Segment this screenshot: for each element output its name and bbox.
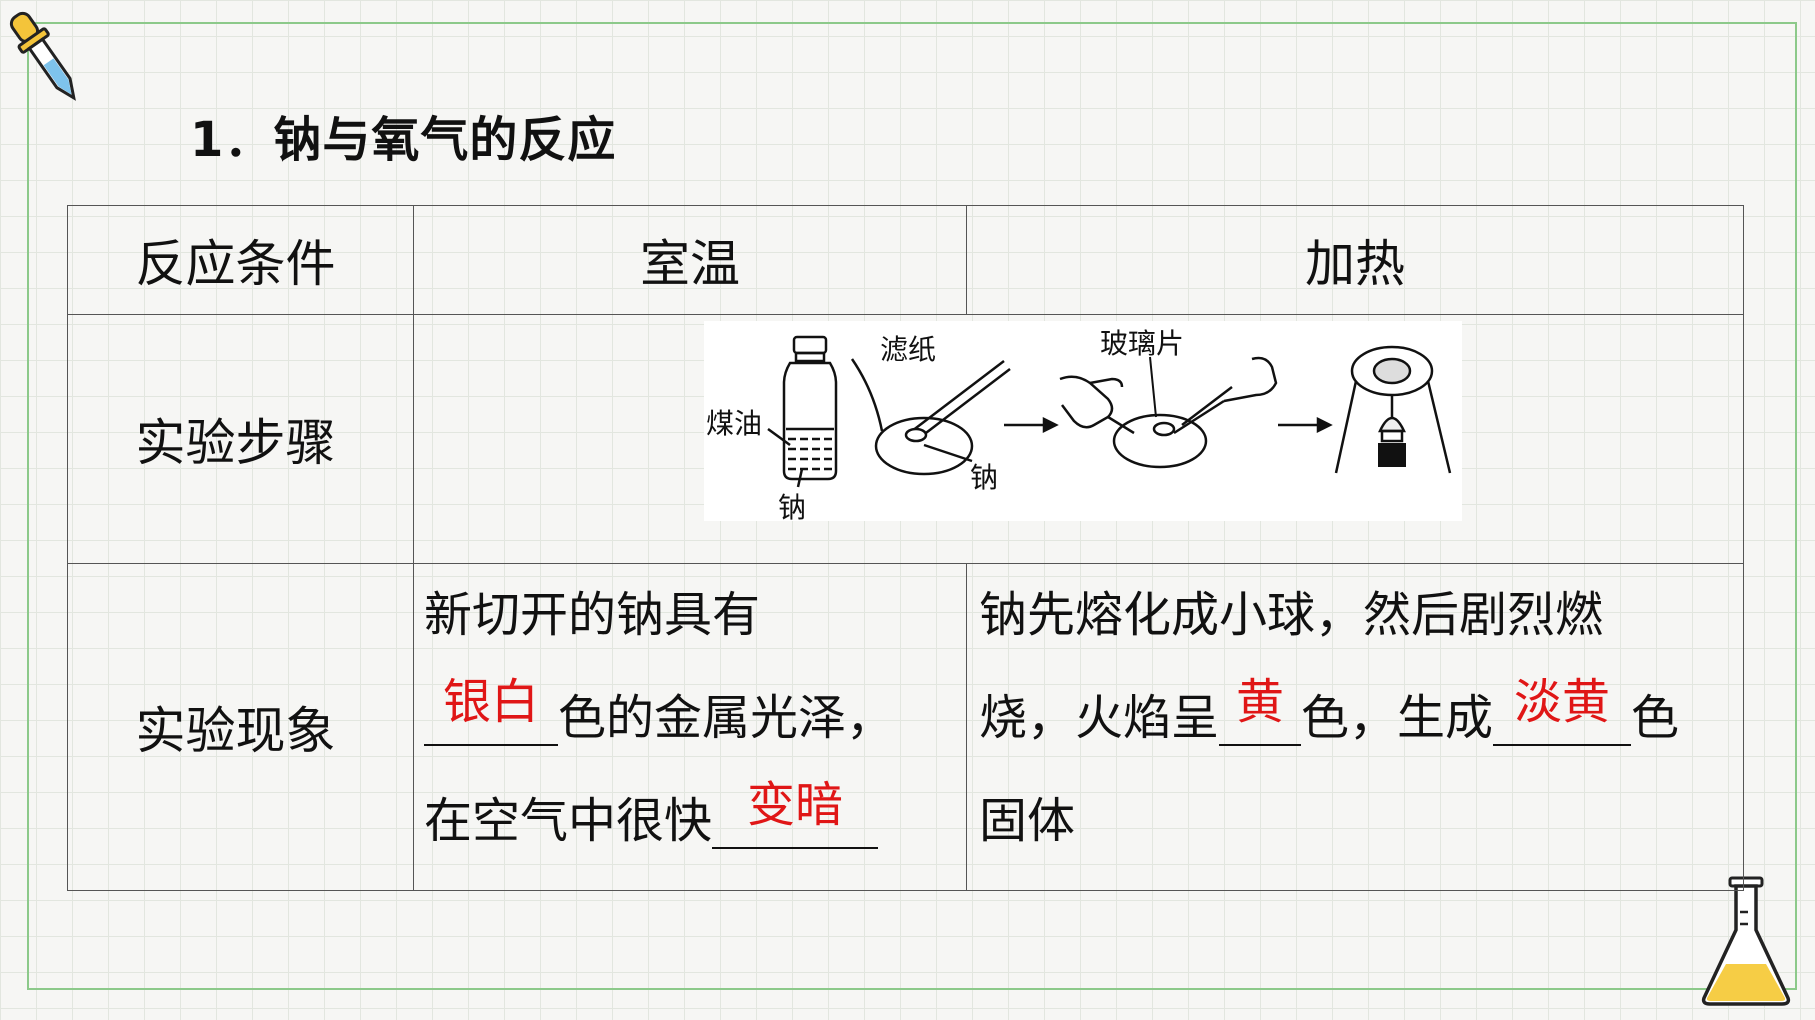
room-temp-observation: 新切开的钠具有 银白色的金属光泽， 在空气中很快变暗: [413, 563, 967, 891]
heat-line-1: 钠先熔化成小球，然后剧烈燃: [979, 587, 1604, 643]
answer-blank-pale-yellow: 淡黄: [1493, 674, 1632, 746]
label-glass-piece: 玻璃片: [1100, 327, 1184, 360]
label-sodium-bottle: 钠: [778, 491, 806, 521]
answer-blank-darken: 变暗: [712, 777, 879, 849]
steps-row: 实验步骤 煤: [67, 314, 1744, 564]
observation-label: 实验现象: [67, 563, 414, 891]
filter-paper-icon: [850, 358, 1011, 476]
label-sodium: 钠: [970, 461, 998, 494]
cutting-hands-icon: [1059, 356, 1278, 469]
observation-row: 实验现象 新切开的钠具有 银白色的金属光泽， 在空气中很快变暗 钠先熔化成小球，…: [67, 563, 1744, 891]
header-condition: 反应条件: [67, 205, 414, 315]
answer-blank-yellow: 黄: [1219, 674, 1302, 746]
arrow-right-icon: [1004, 416, 1059, 434]
kerosene-bottle-icon: [767, 335, 838, 488]
room-line-3: 在空气中很快变暗: [414, 770, 966, 873]
arrow-right-icon: [1278, 416, 1333, 434]
heating-observation: 钠先熔化成小球，然后剧烈燃 烧，火焰呈黄色，生成淡黄色 固体: [966, 563, 1744, 891]
label-kerosene: 煤油: [706, 407, 762, 440]
answer-blank-silver-white: 银白: [424, 674, 558, 746]
room-line-2: 银白色的金属光泽，: [414, 667, 966, 770]
tripod-burner-icon: [1334, 345, 1452, 474]
steps-figure-cell: 煤油 钠 滤纸 钠: [413, 314, 1744, 564]
steps-label: 实验步骤: [67, 314, 414, 564]
reaction-table: 反应条件 室温 加热 实验步骤: [67, 205, 1744, 891]
header-room-temp: 室温: [413, 205, 967, 315]
dropper-icon: [9, 11, 76, 101]
heat-line-3: 固体: [979, 793, 1076, 849]
table-header-row: 反应条件 室温 加热: [67, 205, 1744, 315]
flask-icon: [1701, 876, 1791, 1006]
page-frame: [27, 22, 1797, 990]
header-heating: 加热: [966, 205, 1744, 315]
room-line-1: 新切开的钠具有: [424, 587, 761, 643]
heat-line-2: 烧，火焰呈黄色，生成淡黄色: [979, 674, 1680, 746]
label-filter-paper: 滤纸: [880, 333, 936, 366]
experiment-figure: 煤油 钠 滤纸 钠: [704, 321, 1462, 521]
page-title: 1．钠与氧气的反应: [190, 112, 617, 168]
